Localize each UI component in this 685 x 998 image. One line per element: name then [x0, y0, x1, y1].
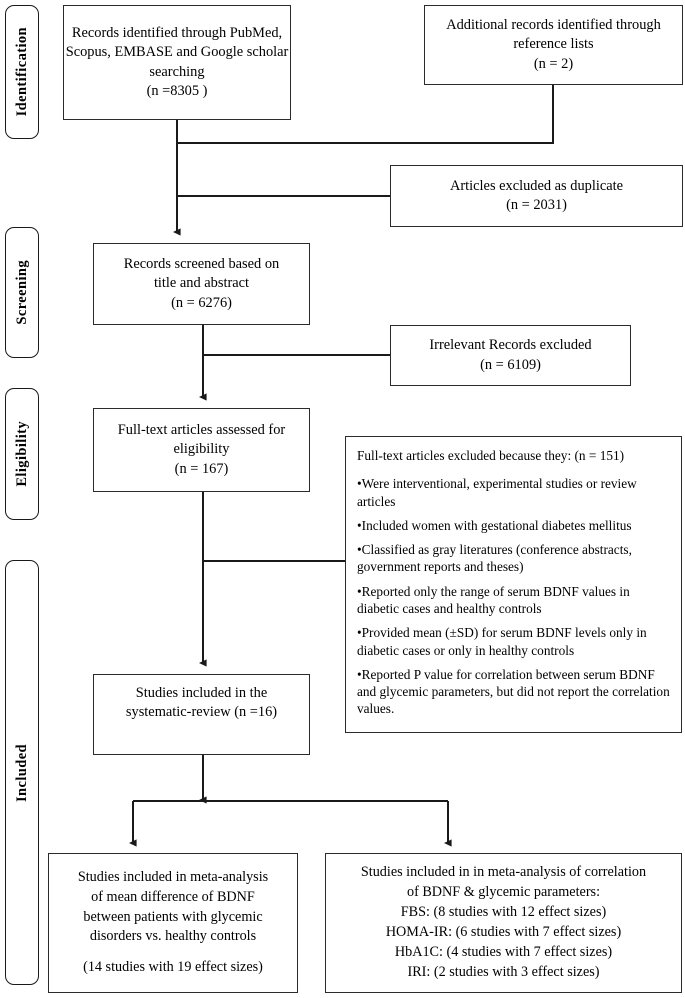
duplicates-excluded-label: Articles excluded as duplicate — [449, 177, 624, 194]
fulltext-excluded-reason-1: •Were interventional, experimental studi… — [357, 476, 637, 509]
fulltext-excluded-reason-3: •Classified as gray literatures (confere… — [357, 542, 632, 575]
stage-rail-identification: Identification — [5, 5, 39, 139]
fulltext-excluded-reason-6: •Reported P value for correlation betwee… — [357, 666, 670, 717]
duplicates-excluded-count: (n = 2031) — [506, 197, 567, 213]
fulltext-excluded-heading: Full-text articles excluded because they… — [357, 448, 625, 463]
meta-mean-difference-line-3: between patients with glycemic — [83, 908, 263, 925]
meta-correlation-line-1: Studies included in in meta-analysis of … — [360, 864, 647, 881]
records-screened-line-1: Records screened based on — [123, 256, 280, 273]
box-fulltext-excluded: Full-text articles excluded because they… — [345, 436, 682, 733]
stage-label-eligibility: Eligibility — [13, 421, 30, 487]
box-records-screened: Records screened based on title and abst… — [93, 243, 310, 325]
box-meta-correlation: Studies included in in meta-analysis of … — [325, 853, 682, 993]
meta-correlation-homa-ir: HOMA-IR: (6 studies with 7 effect sizes) — [385, 924, 622, 940]
meta-correlation-iri: IRI: (2 studies with 3 effect sizes) — [407, 963, 600, 980]
records-identified-line-3: searching — [149, 63, 205, 80]
meta-mean-difference-count: (14 studies with 19 effect sizes) — [83, 959, 263, 976]
box-irrelevant-excluded: Irrelevant Records excluded (n = 6109) — [390, 325, 631, 386]
records-screened-count: (n = 6276) — [171, 294, 232, 311]
stage-label-included: Included — [13, 743, 30, 802]
stage-label-identification: Identification — [13, 27, 30, 117]
records-screened-line-2: title and abstract — [153, 275, 250, 292]
irrelevant-excluded-count: (n = 6109) — [480, 356, 541, 373]
fulltext-excluded-reason-2: •Included women with gestational diabete… — [357, 517, 632, 533]
stage-rail-screening: Screening — [5, 227, 39, 358]
fulltext-assessed-line-2: eligibility — [173, 441, 230, 458]
fulltext-excluded-reason-4: •Reported only the range of serum BDNF v… — [357, 583, 630, 616]
systematic-review-line-1: Studies included in the — [135, 685, 268, 701]
box-additional-records: Additional records identified through re… — [424, 5, 683, 85]
meta-correlation-hba1c: HbA1C: (4 studies with 7 effect sizes) — [394, 943, 613, 960]
records-identified-count: (n =8305 ) — [146, 82, 208, 99]
additional-records-count: (n = 2) — [533, 55, 574, 72]
fulltext-assessed-count: (n = 167) — [174, 460, 229, 477]
additional-records-line-2: reference lists — [513, 36, 594, 53]
systematic-review-count: systematic-review (n =16) — [125, 704, 278, 721]
box-meta-mean-difference: Studies included in meta-analysis of mea… — [48, 853, 298, 993]
stage-rail-included: Included — [5, 560, 39, 985]
stage-rail-eligibility: Eligibility — [5, 388, 39, 520]
irrelevant-excluded-label: Irrelevant Records excluded — [429, 337, 592, 354]
box-fulltext-assessed: Full-text articles assessed for eligibil… — [93, 408, 310, 492]
meta-correlation-fbs: FBS: (8 studies with 12 effect sizes) — [400, 904, 607, 921]
meta-mean-difference-line-2: of mean difference of BDNF — [91, 888, 255, 905]
fulltext-assessed-line-1: Full-text articles assessed for — [117, 422, 286, 439]
box-systematic-review: Studies included in the systematic-revie… — [93, 674, 310, 755]
stage-label-screening: Screening — [13, 260, 30, 325]
box-duplicates-excluded: Articles excluded as duplicate (n = 2031… — [390, 165, 683, 227]
box-records-identified: Records identified through PubMed, Scopu… — [63, 5, 291, 120]
records-identified-line-1: Records identified through PubMed, — [71, 25, 283, 42]
meta-mean-difference-line-4: disorders vs. healthy controls — [89, 928, 257, 945]
records-identified-line-2: Scopus, EMBASE and Google scholar — [65, 44, 289, 61]
meta-mean-difference-line-1: Studies included in meta-analysis — [77, 868, 269, 885]
fulltext-excluded-reason-5: •Provided mean (±SD) for serum BDNF leve… — [357, 625, 647, 658]
additional-records-line-1: Additional records identified through — [446, 17, 661, 34]
meta-correlation-line-2: of BDNF & glycemic parameters: — [406, 884, 601, 901]
